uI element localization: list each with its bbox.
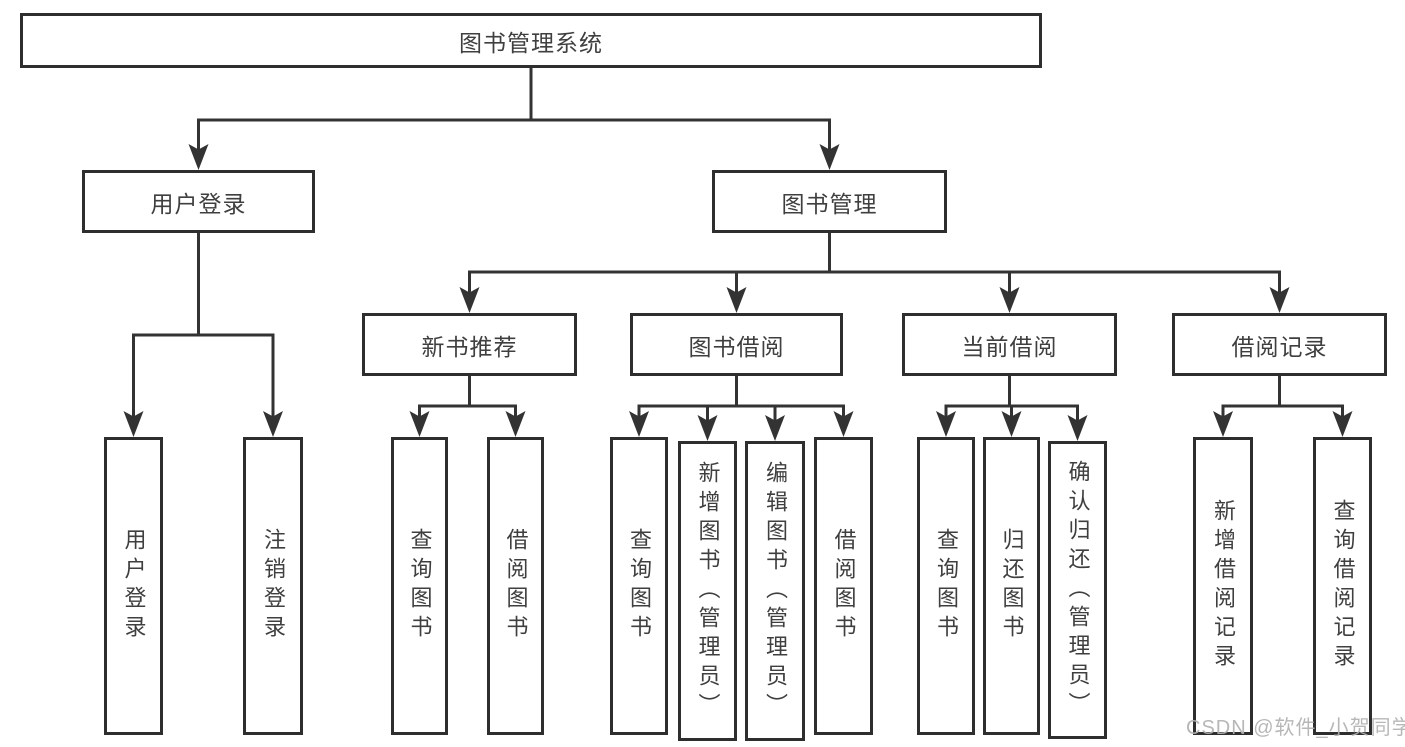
arrowhead-down-icon — [726, 287, 747, 313]
arrowhead-down-icon — [459, 287, 480, 313]
edge-root-rail — [197, 118, 831, 153]
node-book-borrow-label: 图书借阅 — [688, 333, 785, 360]
leaf-return-book-label: 归还图书 — [999, 528, 1025, 644]
arrowhead-down-icon — [765, 415, 785, 441]
arrowhead-down-icon — [409, 411, 430, 437]
node-borrow-record: 借阅记录 — [1172, 313, 1387, 376]
node-borrow-record-label: 借阅记录 — [1231, 333, 1328, 360]
arrowhead-down-icon — [1332, 411, 1353, 437]
leaf-query-book-recommend-label: 查询图书 — [407, 528, 433, 644]
node-user-login-label: 用户登录 — [150, 190, 247, 217]
leaf-user-login-label: 用户登录 — [121, 528, 147, 644]
leaf-edit-book-admin-label: 编辑图书（管理员） — [763, 460, 788, 722]
leaf-query-book-borrow: 查询图书 — [610, 437, 668, 735]
arrowhead-down-icon — [697, 415, 718, 441]
arrowhead-down-icon — [188, 144, 209, 170]
node-new-book-recommend-label: 新书推荐 — [421, 333, 518, 360]
node-current-borrow: 当前借阅 — [902, 313, 1117, 376]
leaf-query-book-current: 查询图书 — [917, 437, 975, 735]
leaf-borrow-book: 借阅图书 — [814, 437, 873, 735]
arrowhead-down-icon — [629, 411, 649, 437]
arrowhead-down-icon — [936, 411, 956, 437]
node-new-book-recommend: 新书推荐 — [362, 313, 577, 376]
leaf-query-book-current-label: 查询图书 — [934, 528, 959, 644]
leaf-query-book-recommend: 查询图书 — [391, 437, 448, 735]
arrowhead-down-icon — [263, 411, 283, 437]
arrowhead-down-icon — [1269, 287, 1290, 313]
edge-bookborrow-rail — [637, 404, 845, 420]
leaf-borrow-book-recommend-label: 借阅图书 — [503, 528, 529, 644]
edge-borrowrecord-rail — [1221, 404, 1344, 420]
csdn-watermark: CSDN @软件_小贺同学 — [1186, 717, 1405, 739]
arrowhead-down-icon — [819, 144, 840, 170]
leaf-borrow-book-recommend: 借阅图书 — [487, 437, 544, 735]
arrowheads — [123, 144, 1353, 441]
leaf-edit-book-admin: 编辑图书（管理员） — [745, 441, 805, 741]
node-user-login: 用户登录 — [82, 170, 315, 233]
arrowhead-down-icon — [1001, 411, 1022, 437]
edge-userlogin-rail — [132, 333, 275, 420]
node-root: 图书管理系统 — [20, 13, 1042, 68]
leaf-query-book-borrow-label: 查询图书 — [627, 528, 652, 644]
leaf-confirm-return-admin: 确认归还（管理员） — [1048, 441, 1107, 739]
node-book-management-label: 图书管理 — [781, 190, 878, 217]
node-current-borrow-label: 当前借阅 — [961, 333, 1058, 360]
edge-newbook-rail — [418, 404, 517, 420]
leaf-return-book: 归还图书 — [983, 437, 1040, 735]
leaf-user-login: 用户登录 — [104, 437, 163, 735]
node-book-management: 图书管理 — [712, 170, 947, 233]
arrowhead-down-icon — [1067, 415, 1088, 441]
arrowhead-down-icon — [123, 411, 144, 437]
arrowhead-down-icon — [999, 287, 1020, 313]
arrowhead-down-icon — [1213, 411, 1233, 437]
leaf-logout-label: 注销登录 — [261, 528, 286, 644]
arrowhead-down-icon — [833, 411, 854, 437]
leaf-logout: 注销登录 — [243, 437, 303, 735]
leaf-query-borrow-record: 查询借阅记录 — [1313, 437, 1372, 735]
leaf-add-borrow-record: 新增借阅记录 — [1193, 437, 1253, 735]
leaf-add-book-admin-label: 新增图书（管理员） — [695, 460, 721, 722]
edge-bookmgmt-rail — [468, 270, 1281, 296]
leaf-borrow-book-label: 借阅图书 — [831, 528, 857, 644]
arrowhead-down-icon — [505, 411, 526, 437]
node-root-label: 图书管理系统 — [459, 29, 603, 56]
node-book-borrow: 图书借阅 — [630, 313, 843, 376]
leaf-query-borrow-record-label: 查询借阅记录 — [1330, 499, 1356, 673]
leaf-confirm-return-admin-label: 确认归还（管理员） — [1065, 459, 1091, 721]
leaf-add-book-admin: 新增图书（管理员） — [678, 441, 737, 741]
leaf-add-borrow-record-label: 新增借阅记录 — [1211, 499, 1236, 673]
